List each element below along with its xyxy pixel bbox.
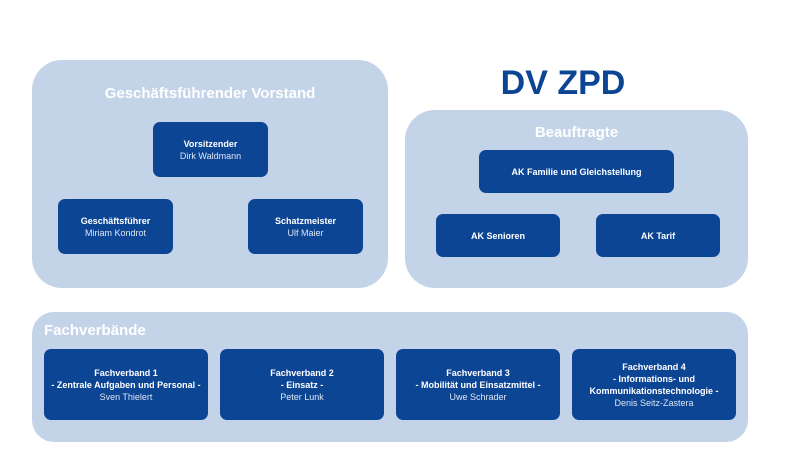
fachverband-box[interactable]: Fachverband 2- Einsatz -Peter Lunk (220, 349, 384, 420)
ak-senioren-box[interactable]: AK Senioren (436, 214, 560, 257)
label: AK Tarif (640, 230, 676, 241)
ak-familie-box[interactable]: AK Familie und Gleichstellung (479, 150, 674, 193)
person: Ulf Maier (287, 227, 324, 238)
role: Schatzmeister (274, 215, 337, 226)
desc: - Zentrale Aufgaben und Personal - (51, 379, 201, 390)
fachverbaende-title: Fachverbände (44, 322, 146, 339)
beauftragte-title: Beauftragte (534, 124, 619, 141)
org-title: DV ZPD (500, 64, 626, 102)
name: Fachverband 3 (446, 367, 510, 378)
name: Fachverband 1 (94, 367, 158, 378)
role: Vorsitzender (183, 138, 238, 149)
role: Geschäftsführer (80, 215, 151, 226)
vorstand-title: Geschäftsführender Vorstand (104, 85, 316, 102)
name: Fachverband 2 (270, 367, 334, 378)
ak-tarif-box[interactable]: AK Tarif (596, 214, 720, 257)
desc: - Einsatz - (280, 379, 324, 390)
name: Fachverband 4 (622, 361, 686, 372)
person: Sven Thielert (99, 391, 153, 402)
desc: - Informations- und Kommunikationstechno… (589, 373, 719, 396)
label: AK Familie und Gleichstellung (511, 166, 642, 177)
beauftragte-panel (405, 110, 748, 288)
person: Denis Seitz-Zastera (614, 397, 694, 408)
desc: - Mobilität und Einsatzmittel - (415, 379, 541, 390)
person: Miriam Kondrot (84, 227, 147, 238)
fachverband-box[interactable]: Fachverband 1- Zentrale Aufgaben und Per… (44, 349, 208, 420)
label: AK Senioren (470, 230, 525, 241)
fachverband-box[interactable]: Fachverband 4- Informations- und Kommuni… (572, 349, 736, 420)
person: Peter Lunk (280, 391, 324, 402)
person: Dirk Waldmann (179, 150, 242, 161)
fachverband-box[interactable]: Fachverband 3- Mobilität und Einsatzmitt… (396, 349, 560, 420)
person: Uwe Schrader (449, 391, 507, 402)
